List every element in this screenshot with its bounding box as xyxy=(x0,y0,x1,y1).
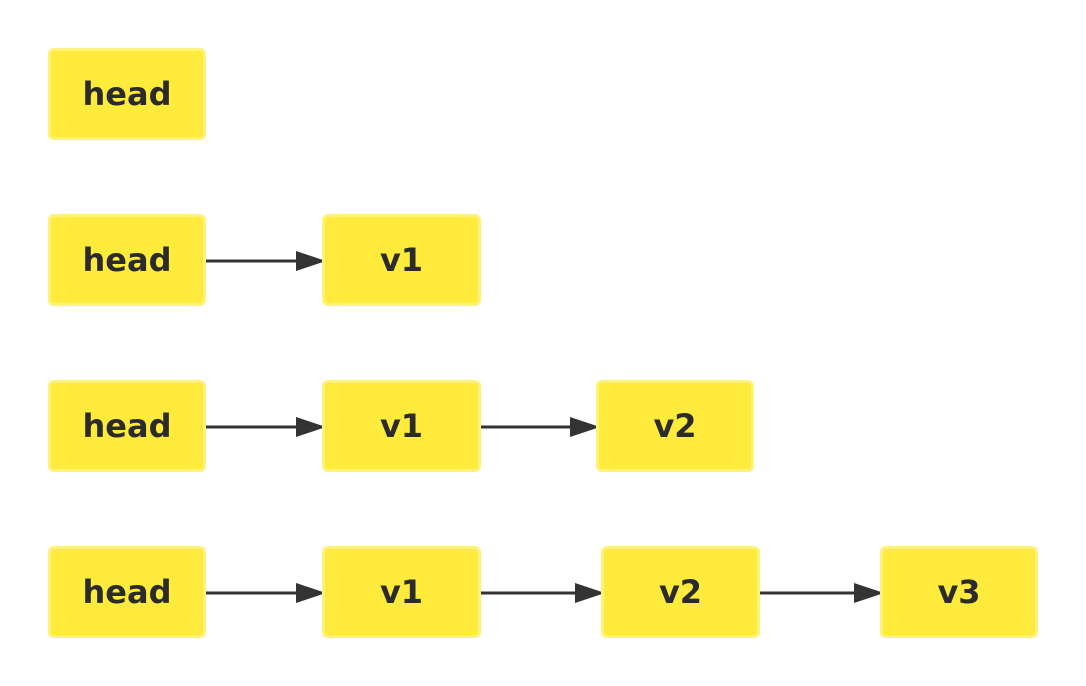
arrowhead-v2-to-v3 xyxy=(854,583,884,603)
node-v2: v2 xyxy=(601,546,760,638)
node-v1: v1 xyxy=(322,546,481,638)
node-head: head xyxy=(48,546,206,638)
node-head: head xyxy=(48,214,206,306)
node-head: head xyxy=(48,48,206,140)
node-v2: v2 xyxy=(596,380,754,472)
arrowhead-head-to-v1 xyxy=(296,251,326,271)
arrowhead-head-to-v1 xyxy=(296,583,326,603)
node-v1: v1 xyxy=(322,214,481,306)
node-v1: v1 xyxy=(322,380,481,472)
arrowhead-head-to-v1 xyxy=(296,417,326,437)
node-v3: v3 xyxy=(880,546,1038,638)
node-head: head xyxy=(48,380,206,472)
arrowhead-v1-to-v2 xyxy=(570,417,600,437)
arrowhead-v1-to-v2 xyxy=(575,583,605,603)
